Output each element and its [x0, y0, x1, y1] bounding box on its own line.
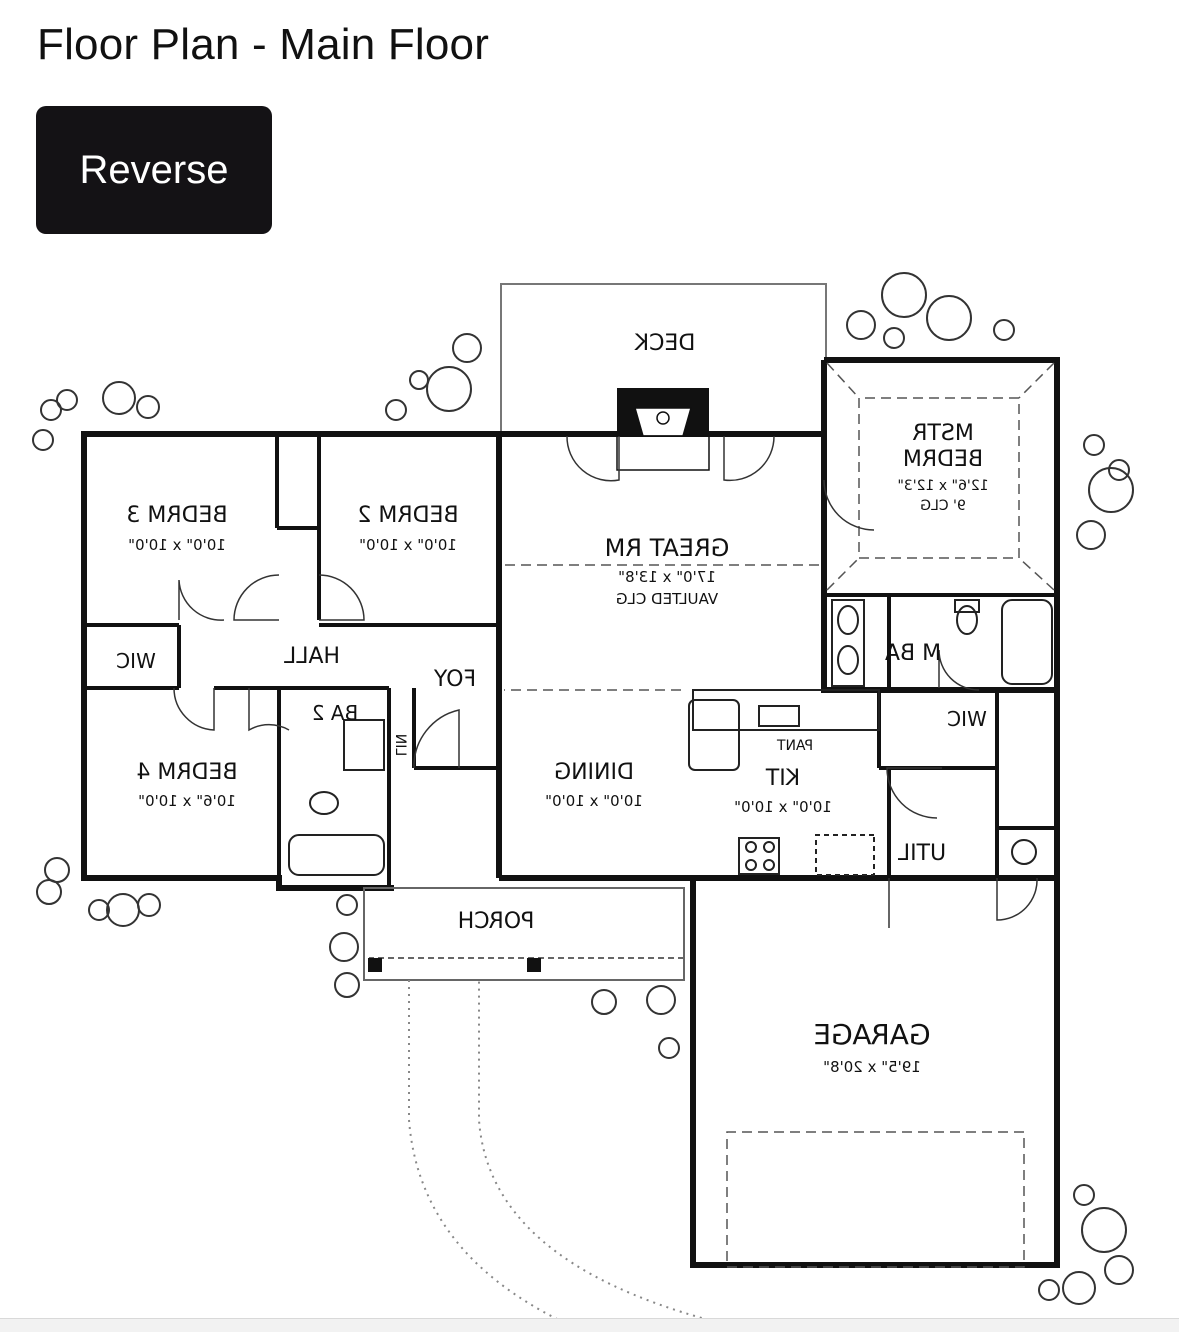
label-bedrm2-size: 10'0" x 10'0" — [359, 536, 457, 554]
label-bedrm: BEDRM — [903, 447, 983, 472]
label-mstr-note: 9' CLG — [920, 498, 966, 514]
label-bedrm4: BEDRM 4 — [136, 760, 237, 785]
label-pant: PANT — [776, 738, 813, 754]
label-wic-left: WIC — [116, 649, 156, 673]
bottom-divider — [0, 1318, 1179, 1332]
label-porch: PORCH — [458, 909, 535, 934]
room-labels: DECK GREAT RM 17'0" x 13'8" VAULTED CLG … — [116, 331, 988, 1076]
label-great-rm: GREAT RM — [605, 534, 730, 562]
kitchen-counters — [688, 689, 880, 876]
porch — [363, 887, 685, 981]
exterior-walls — [81, 357, 1060, 1268]
label-mstr: MSTR — [912, 421, 974, 446]
label-bedrm2: BEDRM 2 — [357, 503, 458, 528]
label-hall: HALL — [283, 644, 340, 669]
label-bedrm3-size: 10'0" x 10'0" — [128, 536, 226, 554]
bath-fixtures — [288, 599, 1053, 876]
label-wic-right: WIC — [947, 707, 987, 731]
label-m-ba: M BA — [885, 641, 941, 666]
label-mstr-size: 12'6" x 12'3" — [897, 478, 988, 494]
ceiling-lines — [504, 362, 1055, 1268]
reverse-button[interactable]: Reverse — [36, 106, 272, 234]
walkway — [408, 980, 710, 1320]
label-dining-size: 10'0" x 10'0" — [545, 792, 643, 810]
floor-plan: DECK GREAT RM 17'0" x 13'8" VAULTED CLG … — [32, 272, 1134, 1320]
label-kit: KIT — [765, 766, 800, 791]
page-title: Floor Plan - Main Floor — [37, 20, 490, 69]
label-dining: DINING — [554, 760, 634, 785]
label-kit-size: 10'0" x 10'0" — [734, 798, 832, 816]
label-garage-size: 19'5" x 20'8" — [823, 1058, 921, 1076]
label-great-rm-size: 17'0" x 13'8" — [618, 568, 716, 586]
label-great-rm-note: VAULTED CLG — [616, 590, 718, 608]
label-lin: LIN — [392, 734, 408, 756]
label-deck: DECK — [634, 331, 695, 356]
label-garage: GARAGE — [813, 1018, 930, 1051]
shrubs — [32, 272, 1134, 1305]
interior-walls — [84, 434, 1057, 888]
label-foy: FOY — [433, 667, 476, 692]
label-bedrm3: BEDRM 3 — [126, 503, 227, 528]
door-swings — [173, 435, 1038, 928]
label-ba2: BA 2 — [312, 701, 358, 725]
label-bedrm4-size: 10'6" x 10'0" — [138, 792, 236, 810]
label-util: UTIL — [897, 841, 946, 866]
